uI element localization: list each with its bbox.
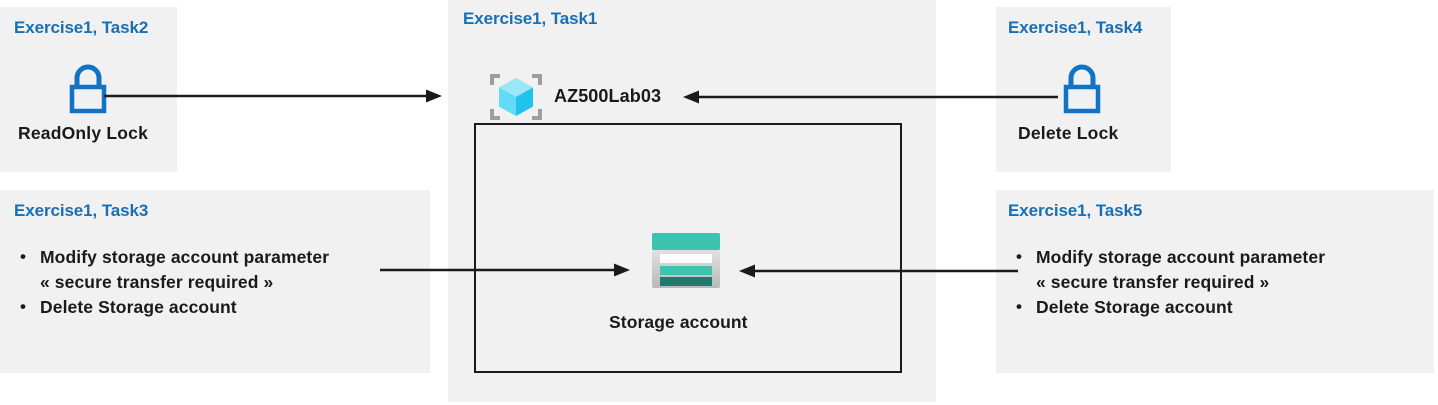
arrow-task4-to-resource-group	[682, 85, 1058, 109]
panel-task3-bullets: Modify storage account parameter « secur…	[16, 244, 416, 320]
panel-task5-title: Exercise1, Task5	[1008, 201, 1143, 220]
storage-account-icon	[651, 232, 721, 290]
arrow-task2-to-resource-group	[104, 84, 444, 108]
arrow-task5-to-storage-account	[738, 259, 1018, 283]
resource-group-label: AZ500Lab03	[554, 86, 662, 106]
list-item: Delete Storage account	[16, 294, 416, 320]
resource-group-boundary-box	[474, 123, 902, 373]
panel-task4-title: Exercise1, Task4	[1008, 18, 1143, 37]
list-item: Modify storage account parameter « secur…	[16, 244, 416, 295]
panel-task5-bullets: Modify storage account parameter « secur…	[1012, 244, 1422, 320]
panel-task2-title: Exercise1, Task2	[14, 18, 149, 37]
panel-task4	[996, 7, 1171, 172]
panel-task2	[0, 7, 177, 172]
list-item: Delete Storage account	[1012, 294, 1422, 320]
resource-group-cube-icon	[487, 72, 545, 122]
panel-task3-title: Exercise1, Task3	[14, 201, 149, 220]
delete-lock-caption: Delete Lock	[1018, 123, 1119, 143]
padlock-icon-task2	[66, 64, 110, 114]
arrow-task3-to-storage-account	[380, 258, 632, 282]
list-item: Modify storage account parameter « secur…	[1012, 244, 1422, 295]
storage-account-label: Storage account	[609, 312, 748, 332]
padlock-icon-task4	[1060, 64, 1104, 114]
readonly-lock-caption: ReadOnly Lock	[18, 123, 148, 143]
panel-task1-title: Exercise1, Task1	[463, 9, 598, 28]
panel-task1	[448, 0, 936, 402]
